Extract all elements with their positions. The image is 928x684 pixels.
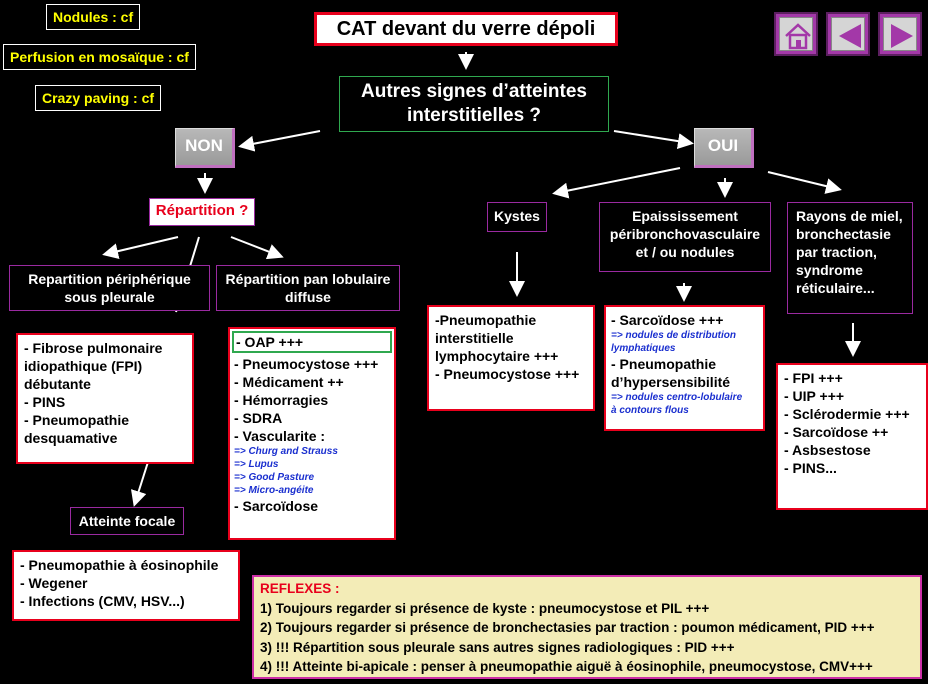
list-item: - Pneumocystose +++	[234, 356, 379, 372]
question-box: Autres signes d’atteintes interstitielle…	[339, 76, 609, 132]
list-subitem: lymphatiques	[611, 343, 676, 354]
arrow-repartition-panlobular	[230, 236, 284, 260]
rayons-line: par traction,	[796, 244, 877, 260]
reflex-line: 3) !!! Répartition sous pleurale sans au…	[260, 639, 735, 655]
list-item: - Wegener	[20, 575, 88, 591]
panlobular-list: - OAP +++ - Pneumocystose +++ - Médicame…	[228, 327, 396, 540]
previous-button[interactable]	[826, 12, 870, 56]
list-item: - PINS	[24, 394, 66, 410]
previous-icon	[831, 17, 865, 51]
epaiss-line-1: Epaississement	[632, 208, 738, 224]
list-item: - Sarcoïdose +++	[611, 312, 724, 328]
reflexes-heading: REFLEXES :	[260, 581, 340, 596]
rayons-line: réticulaire...	[796, 280, 875, 296]
epaississement-list: - Sarcoïdose +++ => nodules de distribut…	[604, 305, 765, 431]
list-item: - Fibrose pulmonaire	[24, 340, 163, 356]
arrow-oui-kystes	[552, 167, 681, 199]
kystes-box: Kystes	[487, 202, 547, 232]
list-item: - SDRA	[234, 410, 283, 426]
list-item: - Sarcoïdose ++	[784, 424, 889, 440]
list-item: -Pneumopathie	[435, 312, 537, 328]
panlobular-line-1: Répartition pan lobulaire	[225, 271, 391, 287]
arrow-repartition-peripheral	[102, 236, 179, 260]
peripheral-line-1: Repartition périphérique	[28, 271, 191, 287]
link-nodules[interactable]: Nodules : cf	[46, 4, 141, 30]
arrow-question-non	[238, 130, 321, 152]
rayons-list: - FPI +++ - UIP +++ - Sclérodermie +++ -…	[776, 363, 928, 510]
home-icon	[779, 17, 813, 51]
epaiss-line-2: péribronchovasculaire	[609, 226, 761, 242]
panlobular-box: Répartition pan lobulaire diffuse	[216, 265, 400, 311]
list-item: desquamative	[24, 430, 118, 446]
reflex-line: 2) Toujours regarder si présence de bron…	[260, 620, 875, 635]
list-item: - Pneumocystose +++	[435, 366, 580, 382]
focal-list: - Pneumopathie à éosinophile - Wegener -…	[12, 550, 240, 621]
question-line-2: interstitielles ?	[406, 105, 542, 126]
list-item: - Sclérodermie +++	[784, 406, 910, 422]
list-item: débutante	[24, 376, 91, 392]
oui-button[interactable]: OUI	[694, 128, 754, 168]
question-line-1: Autres signes d’atteintes	[361, 81, 587, 102]
list-item: interstitielle	[435, 330, 514, 346]
list-item: - Infections (CMV, HSV...)	[20, 593, 185, 609]
list-item: lymphocytaire +++	[435, 348, 559, 364]
arrow-to-focal	[131, 461, 149, 507]
home-button[interactable]	[774, 12, 818, 56]
list-subitem: => Good Pasture	[234, 472, 315, 483]
rayons-box: Rayons de miel, bronchectasie par tracti…	[787, 202, 913, 314]
epaississement-box: Epaississement péribronchovasculaire et …	[599, 202, 771, 272]
focal-box: Atteinte focale	[70, 507, 184, 535]
peripheral-line-2: sous pleurale	[64, 289, 155, 305]
reflex-line: 1) Toujours regarder si présence de kyst…	[260, 600, 710, 616]
list-item-highlight: - OAP +++	[232, 331, 392, 353]
next-button[interactable]	[878, 12, 922, 56]
list-item: - Pneumopathie	[611, 356, 717, 372]
list-item: - FPI +++	[784, 370, 843, 386]
list-subitem: => nodules centro-lobulaire	[611, 392, 743, 403]
list-item: - Asbsestose	[784, 442, 871, 458]
list-item: - PINS...	[784, 460, 837, 476]
list-subitem: à contours flous	[611, 405, 689, 416]
list-subitem: => Micro-angéite	[234, 485, 314, 496]
reflex-line: 4) !!! Atteinte bi-apicale : penser à pn…	[260, 659, 873, 674]
rayons-line: syndrome	[796, 262, 863, 278]
peripheral-list: - Fibrose pulmonaire idiopathique (FPI) …	[16, 333, 194, 464]
list-item: d’hypersensibilité	[611, 374, 731, 390]
list-item: - Vascularite :	[234, 428, 326, 444]
epaiss-line-3: et / ou nodules	[635, 244, 735, 260]
next-icon	[883, 17, 917, 51]
list-subitem: => nodules de distribution	[611, 330, 737, 341]
rayons-line: bronchectasie	[796, 226, 891, 242]
link-perfusion-mosaique[interactable]: Perfusion en mosaïque : cf	[3, 44, 196, 70]
list-item: - UIP +++	[784, 388, 845, 404]
link-crazy-paving[interactable]: Crazy paving : cf	[35, 85, 162, 111]
arrow-question-oui	[613, 130, 694, 150]
peripheral-box: Repartition périphérique sous pleurale	[9, 265, 210, 311]
list-subitem: => Churg and Strauss	[234, 446, 338, 457]
list-item: - Pneumopathie à éosinophile	[20, 557, 219, 573]
panlobular-line-2: diffuse	[285, 289, 331, 305]
reflexes-box: REFLEXES : 1) Toujours regarder si prése…	[252, 575, 922, 679]
list-item: - Hémorragies	[234, 392, 329, 408]
list-item: - Pneumopathie	[24, 412, 130, 428]
rayons-line: Rayons de miel,	[796, 208, 903, 224]
list-item: - Sarcoïdose	[234, 498, 319, 514]
diagram-title: CAT devant du verre dépoli	[314, 12, 618, 46]
arrow-oui-rayons	[767, 171, 842, 194]
list-item: - Médicament ++	[234, 374, 344, 390]
repartition-box: Répartition ?	[149, 198, 255, 226]
list-subitem: => Lupus	[234, 459, 279, 470]
list-item: idiopathique (FPI)	[24, 358, 143, 374]
kystes-list: -Pneumopathie interstitielle lymphocytai…	[427, 305, 595, 411]
non-button[interactable]: NON	[175, 128, 235, 168]
